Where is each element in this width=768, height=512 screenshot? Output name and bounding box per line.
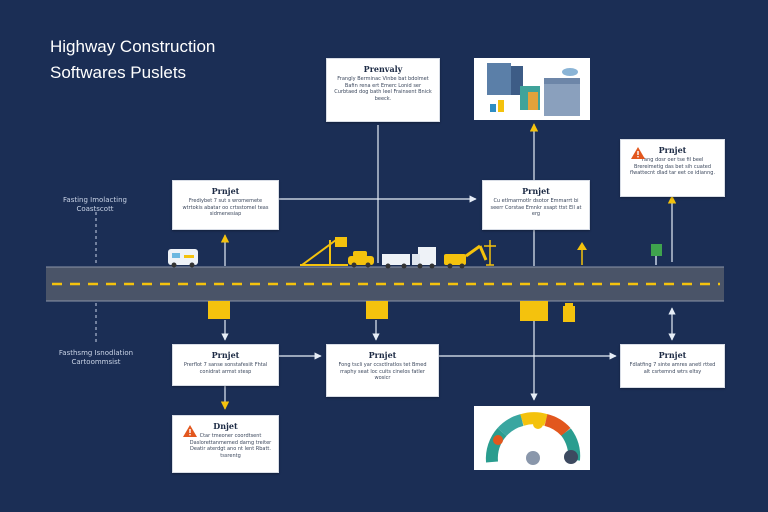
card-lower-center: Prnjet Fong tscli yar ccsctlratlos tet B… — [326, 344, 439, 397]
card-title: Prenvaly — [363, 64, 403, 74]
trailer-truck-icon — [382, 254, 410, 269]
box-truck-icon — [412, 247, 436, 269]
card-title: Prnjet — [211, 186, 240, 196]
taxi-car-icon — [348, 251, 374, 268]
camper-van-icon — [168, 249, 198, 268]
card-title: Prnjet — [658, 350, 687, 360]
page-subtitle: Softwares Puslets — [50, 63, 187, 82]
side-label-upper: Fasting Imolacting Coastscott — [63, 196, 127, 213]
card-title: Prnjet — [658, 145, 687, 155]
connector-blocks — [208, 301, 575, 322]
gauge-chart-icon — [474, 406, 590, 470]
card-body: Cu etlmarmotlr dsotor Emmarrt bi seerr C… — [490, 198, 582, 217]
card-body: Fdlatfing 7 sinte amres anetl rtted alt … — [629, 362, 716, 375]
card-body: Frangly Berminac Vinbe bat bdolmet Bafin… — [334, 76, 432, 102]
drill-rig-icon — [484, 240, 496, 266]
card-upper-center: Prnjet Cu etlmarmotlr dsotor Emmarrt bi … — [482, 180, 590, 230]
crane-icon — [300, 237, 348, 266]
card-bottom-left: Dnjet Ctar tmeoner coordtsent Dasloretta… — [172, 415, 279, 473]
card-body: Prerflot 7 sanse sonstafesiit Fhtal coni… — [183, 362, 268, 375]
card-title: Prnjet — [522, 186, 550, 196]
card-top-center: Prenvaly Frangly Berminac Vinbe bat bdol… — [326, 58, 440, 122]
traffic-sign-icon — [577, 242, 587, 265]
warning-icon — [631, 147, 645, 159]
card-lower-left: Prnjet Prerflot 7 sanse sonstafesiit Fht… — [172, 344, 279, 386]
card-lower-right: Prnjet Fdlatfing 7 sinte amres anetl rtt… — [620, 344, 725, 388]
side-label-lower: Fasthsmg Isnodlation Cartoommsist — [58, 349, 134, 366]
warning-icon — [183, 425, 197, 437]
server-buildings-icon — [474, 58, 590, 120]
road-sign-icon — [651, 244, 662, 265]
card-title: Prnjet — [368, 350, 397, 360]
card-body: Ctar tmeoner coordtsent Daslorettanmemed… — [189, 433, 272, 459]
card-body: Fang dosr oer tse fil beel Brereimetig d… — [629, 157, 716, 176]
page-title: Highway Construction — [50, 37, 216, 56]
card-title: Dnjet — [213, 421, 238, 431]
card-upper-left: Prnjet Frediybet 7 sut s wromemete wtrto… — [172, 180, 279, 230]
card-body: Frediybet 7 sut s wromemete wtrtokis aba… — [182, 198, 269, 217]
card-title: Prnjet — [211, 350, 240, 360]
excavator-icon — [444, 244, 488, 269]
card-body: Fong tscli yar ccsctlratlos tet Bmed rra… — [338, 362, 427, 381]
highway-road — [46, 266, 724, 302]
